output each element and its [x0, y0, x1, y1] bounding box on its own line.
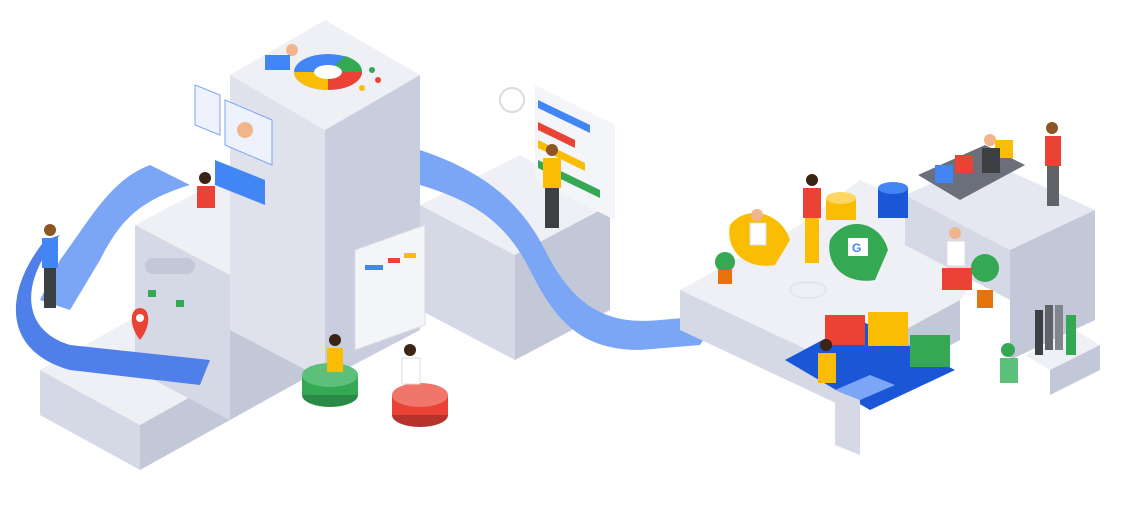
- google-logo: G: [852, 241, 861, 255]
- person-green-pouf: [327, 334, 343, 372]
- person-walking-left: [42, 224, 58, 308]
- green-pouf: [302, 363, 358, 407]
- map-pin-icon: [131, 308, 149, 340]
- red-pouf: [392, 383, 448, 427]
- person-yellow-chair: [749, 209, 767, 246]
- people: [42, 44, 1061, 385]
- person-with-cane: [1045, 122, 1061, 206]
- blue-ramp-path: [15, 150, 720, 385]
- stools: [789, 182, 972, 299]
- person-sofa: [818, 339, 836, 383]
- person-gray-sofa: [982, 134, 1000, 173]
- person-on-tower: [265, 44, 298, 70]
- person-reading: [1000, 343, 1018, 383]
- video-call-panels: [194, 84, 273, 205]
- kanban-board-panel: [354, 224, 426, 351]
- login-form-graphic: [145, 258, 195, 307]
- person-at-desk: [197, 172, 215, 208]
- bookshelf: [1035, 305, 1076, 355]
- green-chair: G: [829, 223, 888, 281]
- person-at-chart: [543, 144, 561, 228]
- person-red-stool: [946, 227, 966, 267]
- person-red-pouf: [401, 344, 421, 385]
- person-standing-red: [803, 174, 821, 263]
- plant-icons: [715, 252, 999, 308]
- donut-chart-graphic: [294, 54, 381, 91]
